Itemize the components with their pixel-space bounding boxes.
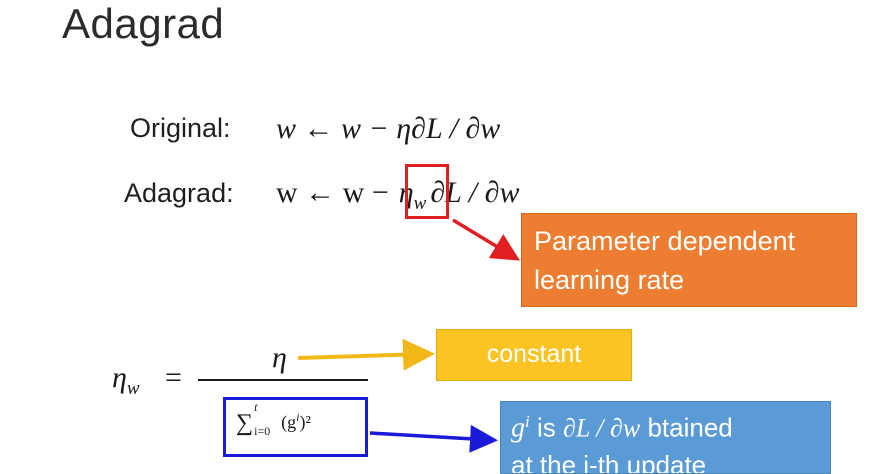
parameter-dependent-line2: learning rate <box>534 265 685 295</box>
original-formula: w ← w − η∂L / ∂w <box>276 112 501 145</box>
parameter-dependent-line1: Parameter dependent <box>534 226 796 256</box>
eta-w-highlight-box <box>405 164 449 219</box>
eta-w-lhs-sub: w <box>126 378 140 399</box>
denominator-sum: ∑t i=0 (gi)² <box>236 400 311 438</box>
sum-lower-limit: i=0 <box>254 424 271 438</box>
equals-sign: = <box>165 361 182 394</box>
yellow-arrow <box>297 338 435 371</box>
sum-body: (g <box>281 412 297 432</box>
sum-body-tail: )² <box>299 412 311 432</box>
gradient-sup: i <box>525 412 530 431</box>
gradient-text1: is <box>529 412 563 443</box>
sigma-symbol: ∑ <box>236 410 254 436</box>
adagrad-formula: w ← w −ηw∂L / ∂w <box>276 176 519 215</box>
eta-w-lhs-symbol: η <box>112 361 127 394</box>
eta-w-lhs: ηw <box>112 361 140 400</box>
blue-arrow <box>369 424 498 453</box>
adagrad-eta-sub: w <box>413 193 427 214</box>
adagrad-prefix: w ← w − <box>276 176 389 209</box>
gradient-math: ∂L / ∂w <box>562 413 641 443</box>
constant-callout: constant <box>436 329 632 381</box>
sum-body-sup: i <box>296 410 300 424</box>
gradient-text2: btained <box>640 412 733 443</box>
parameter-dependent-callout: Parameter dependent learning rate <box>521 213 857 307</box>
adagrad-label: Adagrad: <box>124 178 234 208</box>
gradient-g: g <box>511 412 525 444</box>
fraction-bar <box>198 379 368 381</box>
numerator-eta: η <box>272 341 287 374</box>
adagrad-suffix: ∂L / ∂w <box>430 176 520 209</box>
gradient-callout: gi is ∂L / ∂w btained at the i-th update <box>500 401 831 474</box>
sum-upper-limit: t <box>254 400 258 414</box>
gradient-line1: gi is ∂L / ∂w btained <box>511 404 820 447</box>
denominator-highlight-box <box>223 397 368 457</box>
slide-title: Adagrad <box>62 0 225 47</box>
red-arrow <box>452 218 520 261</box>
sum-limits: t i=0 <box>253 400 281 438</box>
original-label: Original: <box>130 113 231 143</box>
gradient-line2: at the i-th update <box>511 449 707 474</box>
